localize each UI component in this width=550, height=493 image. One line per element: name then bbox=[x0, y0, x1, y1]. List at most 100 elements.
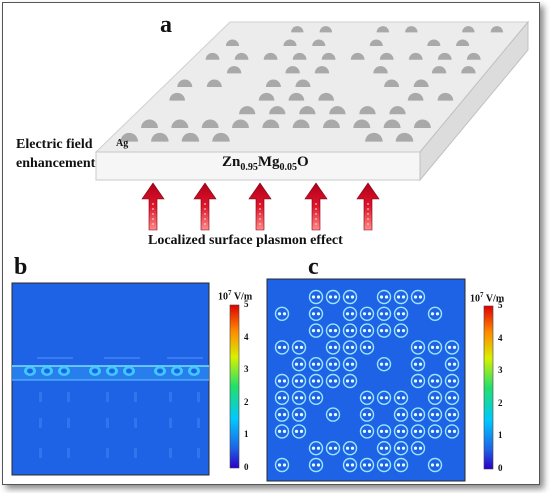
hotspot-lobe bbox=[316, 396, 321, 400]
hotspot-lobe bbox=[311, 396, 316, 400]
hotspot-lobe bbox=[328, 295, 333, 299]
hotspot-lobe bbox=[311, 312, 316, 316]
hotspot-lobe bbox=[384, 329, 389, 333]
hotspot-ring bbox=[308, 373, 324, 389]
hotspot-lobe bbox=[418, 446, 423, 450]
hotspot-lobe bbox=[379, 396, 384, 400]
hotspot-ring bbox=[325, 373, 341, 389]
hotspot-lobe bbox=[452, 379, 457, 383]
hotspot-lobe bbox=[396, 312, 401, 316]
hotspot-ring bbox=[359, 306, 375, 321]
hotspot-lobe bbox=[294, 345, 299, 349]
hotspot-ring bbox=[410, 373, 426, 389]
hotspot-lobe bbox=[401, 312, 406, 316]
electric-field-label-line1: Electric field bbox=[16, 137, 93, 152]
field-streak bbox=[106, 448, 109, 458]
hotspot-lobe bbox=[447, 362, 452, 366]
hotspot-ring bbox=[359, 407, 375, 422]
hotspot-ring bbox=[342, 323, 358, 338]
hotspot-lobe bbox=[447, 345, 452, 349]
hotspot-ring bbox=[427, 373, 443, 389]
hotspot-ring bbox=[410, 289, 426, 305]
plasmon-arrow bbox=[248, 182, 272, 231]
field-streak bbox=[134, 392, 137, 402]
hotspot-lobe bbox=[299, 379, 304, 383]
ag-particle bbox=[437, 92, 454, 101]
hotspot-lobe bbox=[345, 329, 350, 333]
hotspot-lobe bbox=[447, 396, 452, 400]
colorbar-tick-label: 4 bbox=[244, 331, 249, 342]
hotspot-ring bbox=[427, 407, 443, 422]
hotspot-lobe bbox=[430, 379, 435, 383]
hotspot-lobe bbox=[282, 345, 287, 349]
hotspot-lobe bbox=[379, 329, 384, 333]
hotspot-lobe bbox=[396, 463, 401, 467]
ag-particle bbox=[405, 26, 418, 33]
hotspot-lobe bbox=[396, 396, 401, 400]
hotspot-lobe bbox=[282, 413, 287, 417]
ag-particle bbox=[181, 132, 200, 142]
panel-label-c: c bbox=[308, 254, 319, 280]
hotspot-lobe bbox=[384, 295, 389, 299]
hotspot-lobe bbox=[345, 295, 350, 299]
plasmon-arrows bbox=[141, 182, 380, 231]
hotspot-lobe bbox=[413, 362, 418, 366]
hotspot-lobe bbox=[282, 379, 287, 383]
hotspot-lobe bbox=[413, 413, 418, 417]
hotspot-lobe bbox=[452, 345, 457, 349]
colorbar-tick-label: 0 bbox=[244, 462, 249, 472]
ag-particle bbox=[299, 106, 316, 115]
hotspot-lobe bbox=[396, 429, 401, 433]
ag-particle bbox=[171, 119, 189, 128]
hotspot-lobe bbox=[413, 295, 418, 299]
hotspot-lobe bbox=[430, 312, 435, 316]
ag-particle bbox=[239, 106, 256, 115]
ag-particle bbox=[141, 119, 158, 128]
hotspot-lobe bbox=[350, 463, 355, 467]
hotspot-lobe bbox=[277, 463, 282, 467]
hotspot-lobe bbox=[401, 429, 406, 433]
substrate-side-face bbox=[419, 20, 529, 182]
hotspot-lobe bbox=[447, 413, 452, 417]
ag-particle bbox=[431, 66, 447, 74]
hotspot-ring bbox=[308, 323, 324, 338]
hotspot-ring bbox=[359, 323, 375, 338]
ag-particle bbox=[265, 79, 281, 87]
hotspot-lobe bbox=[447, 429, 452, 433]
ag-particle bbox=[177, 79, 193, 87]
hotspot-lobe bbox=[396, 295, 401, 299]
colorbar-tick-label: 2 bbox=[244, 396, 249, 407]
hotspot-ring bbox=[274, 457, 290, 473]
hotspot-lobe bbox=[401, 446, 406, 450]
hotspot-ring bbox=[359, 457, 375, 473]
colorbar-tick-label: 2 bbox=[498, 397, 503, 408]
field-streak bbox=[106, 392, 109, 402]
hotspot-ring bbox=[308, 457, 324, 473]
ag-particle bbox=[456, 39, 470, 47]
hotspot-lobe bbox=[384, 446, 389, 450]
hotspot-lobe bbox=[362, 329, 367, 333]
hotspot-lobe bbox=[430, 345, 435, 349]
hotspot-lobe bbox=[316, 295, 321, 299]
ag-particle bbox=[232, 119, 249, 128]
hotspot-lobe bbox=[435, 312, 440, 316]
hotspot-core bbox=[27, 368, 33, 374]
field-streak bbox=[67, 392, 70, 402]
hotspot-lobe bbox=[282, 396, 287, 400]
hotspot-core bbox=[61, 368, 67, 374]
hotspot-lobe bbox=[282, 429, 287, 433]
hotspot-lobe bbox=[452, 413, 457, 417]
hotspot-ring bbox=[325, 289, 341, 305]
ag-particle bbox=[407, 92, 424, 101]
hotspot-ring bbox=[393, 407, 409, 422]
hotspot-lobe bbox=[435, 413, 440, 417]
hotspot-lobe bbox=[311, 379, 316, 383]
field-streak bbox=[134, 448, 137, 458]
hotspot-lobe bbox=[384, 362, 389, 366]
hotspot-ring bbox=[444, 373, 460, 389]
hotspot-ring bbox=[274, 407, 290, 422]
hotspot-ring bbox=[393, 390, 409, 405]
ag-label: Ag bbox=[116, 138, 129, 149]
hotspot-lobe bbox=[452, 362, 457, 366]
hotspot-lobe bbox=[401, 295, 406, 299]
